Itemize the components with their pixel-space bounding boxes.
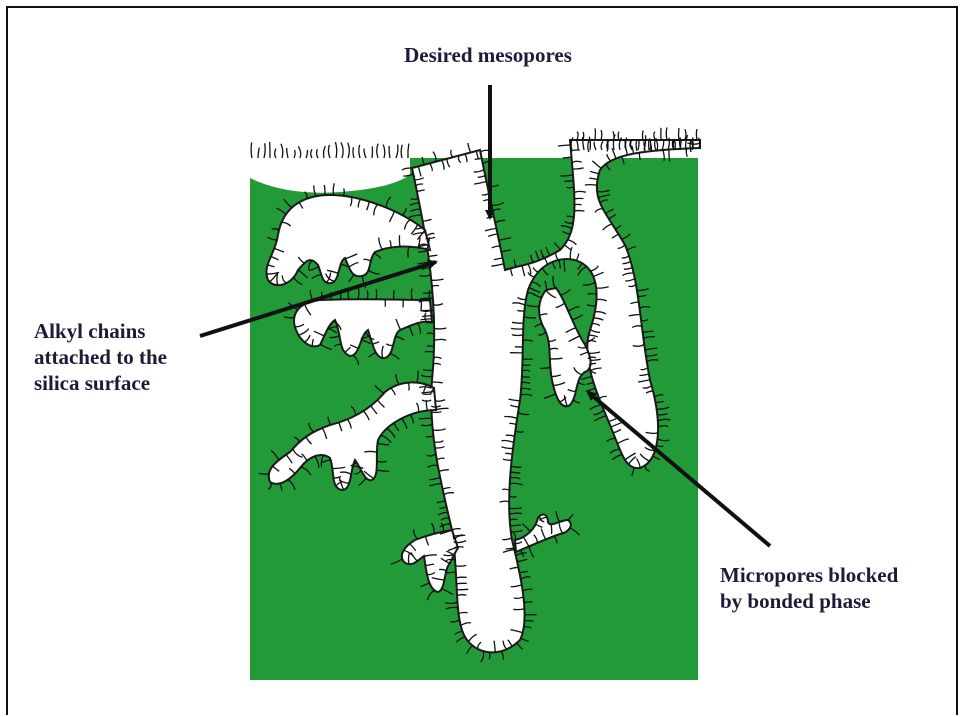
alkyl-chain [506, 548, 516, 549]
alkyl-chain [456, 583, 466, 584]
alkyl-chain [666, 128, 667, 141]
alkyl-chain [511, 472, 521, 473]
alkyl-chain [669, 150, 670, 162]
alkyl-chain [419, 418, 432, 419]
alkyl-chain [563, 157, 572, 158]
alkyl-chain [426, 322, 434, 323]
alkyl-chain [575, 204, 582, 205]
alkyl-chain [451, 150, 453, 157]
alkyl-chain [457, 589, 469, 590]
label-micropores-blocked: Micropores blocked by bonded phase [720, 562, 950, 614]
alkyl-chain [643, 131, 644, 141]
alkyl-chain [480, 150, 488, 152]
alkyl-chain [324, 185, 325, 195]
alkyl-chain [524, 621, 533, 622]
label-desired-mesopores: Desired mesopores [368, 42, 608, 68]
alkyl-chain [509, 508, 522, 509]
alkyl-chain [618, 132, 619, 140]
alkyl-chain [432, 412, 442, 413]
alkyl-chain [574, 211, 584, 212]
alkyl-chain [372, 146, 373, 158]
alkyl-chain [577, 132, 578, 140]
alkyl-chain [564, 259, 565, 272]
alkyl-chain [558, 145, 571, 146]
alkyl-chain [394, 290, 395, 299]
alkyl-chain [456, 577, 467, 578]
alkyl-chain [422, 316, 434, 317]
alkyl-chain [685, 129, 686, 140]
alkyl-chain [550, 358, 563, 359]
alkyl-chain [654, 132, 655, 140]
alkyl-chain [551, 524, 552, 534]
alkyl-chain [425, 351, 434, 352]
alkyl-chain [376, 289, 377, 299]
alkyl-chain [564, 181, 573, 182]
alkyl-chain [601, 130, 602, 140]
alkyl-chain [696, 129, 697, 140]
label-alkyl-chains: Alkyl chains attached to the silica surf… [34, 318, 234, 396]
alkyl-chain [511, 328, 523, 329]
alkyl-chain [468, 143, 471, 153]
alkyl-chain [567, 216, 574, 217]
alkyl-chain [399, 235, 400, 246]
alkyl-chain [541, 368, 551, 369]
